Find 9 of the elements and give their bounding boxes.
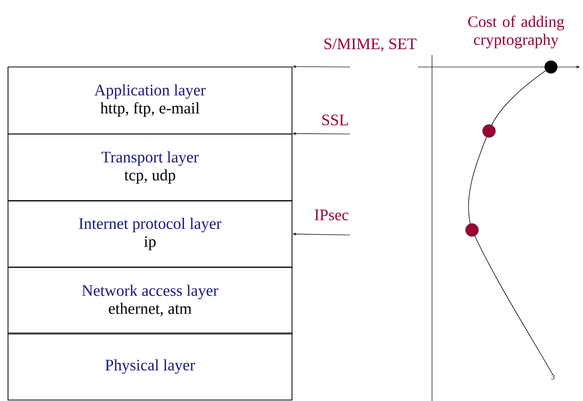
edge-label: SSL (322, 114, 348, 126)
edge-label: IPsec (314, 210, 348, 220)
layer-box: Physical layer (8, 332, 292, 400)
layer-box: Application layer http, ftp, e-mail (8, 66, 292, 134)
layer-box: Network access layer ethernet, atm (8, 266, 292, 334)
layer-box: Transport layer tcp, udp (8, 134, 292, 202)
layer-box: Internet protocol layer ip (8, 200, 292, 268)
axis-label: Cost of adding cryptography (468, 16, 564, 48)
edge-label: S/MIME, SET (324, 38, 417, 52)
